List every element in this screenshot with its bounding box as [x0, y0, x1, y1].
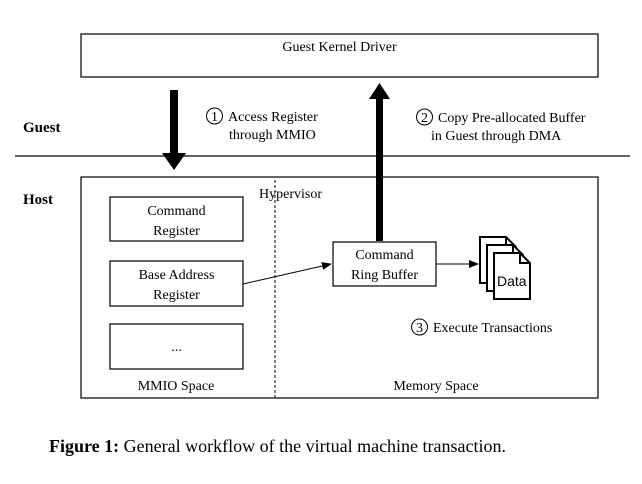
ring-buffer-line2: Ring Buffer: [351, 268, 418, 283]
figure-caption-text: General workflow of the virtual machine …: [119, 436, 506, 456]
command-ring-buffer: Command Ring Buffer: [332, 241, 437, 287]
command-register: Command Register: [109, 196, 244, 242]
host-zone-label: Host: [23, 192, 53, 208]
step-2-annotation: 2 Copy Pre-allocated Buffer in Guest thr…: [416, 108, 586, 144]
step-3-annotation: 3 Execute Transactions: [411, 318, 552, 336]
base-address-pointer-arrow: [242, 262, 332, 285]
figure-caption-prefix: Figure 1:: [49, 436, 119, 456]
step-1-number: 1: [211, 110, 218, 125]
command-register-line2: Register: [153, 224, 200, 239]
more-registers: ...: [109, 323, 244, 370]
step-3-number: 3: [416, 321, 423, 336]
step-3-line1: Execute Transactions: [433, 321, 552, 336]
command-register-line1: Command: [147, 204, 205, 219]
ring-buffer-line1: Command: [355, 248, 413, 263]
step-2-badge: [416, 108, 433, 126]
step-2-line1: Copy Pre-allocated Buffer: [438, 111, 586, 126]
guest-kernel-driver-label: Guest Kernel Driver: [282, 40, 397, 55]
mmio-access-arrow: [162, 90, 186, 170]
data-documents-icon: Data: [479, 236, 531, 300]
data-label: Data: [497, 273, 527, 289]
guest-zone-label: Guest: [23, 120, 61, 136]
step-1-line2: through MMIO: [229, 128, 316, 143]
base-address-register-line1: Base Address: [139, 268, 215, 283]
figure-caption: Figure 1: General workflow of the virtua…: [49, 436, 506, 456]
step-1-annotation: 1 Access Register through MMIO: [206, 107, 318, 143]
step-3-badge: [411, 318, 428, 336]
dma-copy-arrow: [369, 83, 390, 241]
step-2-number: 2: [421, 111, 428, 126]
step-1-badge: [206, 107, 223, 125]
guest-kernel-driver-box: [80, 33, 599, 78]
base-address-register: Base Address Register: [109, 260, 244, 307]
step-1-line1: Access Register: [228, 110, 318, 125]
mmio-space-label: MMIO Space: [138, 379, 215, 394]
memory-space-label: Memory Space: [393, 379, 478, 394]
base-address-register-line2: Register: [153, 288, 200, 303]
hypervisor-label: Hypervisor: [259, 187, 322, 202]
more-registers-ellipsis: ...: [171, 340, 182, 355]
host-box: [80, 176, 599, 399]
step-2-line2: in Guest through DMA: [431, 129, 562, 144]
